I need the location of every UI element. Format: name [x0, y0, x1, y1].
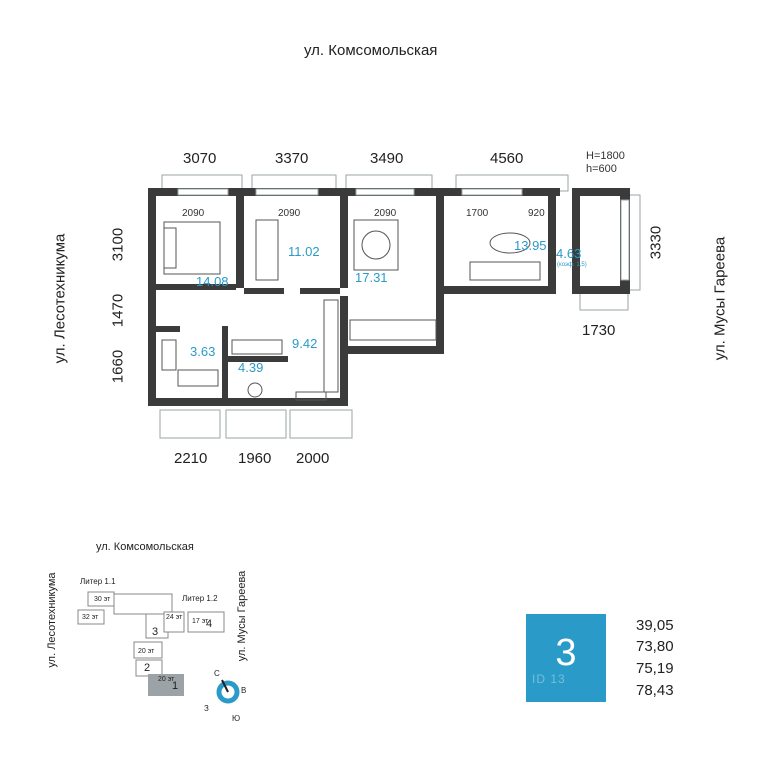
compass-west: З [204, 704, 209, 713]
dim-top-1: 3070 [183, 150, 217, 167]
inner-dim-4: 1700 [466, 208, 489, 219]
compass-north: С [214, 669, 220, 678]
compass-south: Ю [232, 714, 241, 723]
room-area-bathroom: 3.63 [190, 344, 216, 359]
liter-2-label: Литер 1.2 [182, 594, 218, 603]
inner-dim-2: 2090 [278, 208, 301, 219]
window-sill-label: h=600 [586, 163, 617, 175]
dim-bottom-3: 2000 [296, 450, 330, 467]
room-area-wc: 4.39 [238, 360, 264, 375]
dim-top-4: 4560 [490, 150, 524, 167]
dim-right-2: 1730 [582, 322, 616, 339]
area-living: 39,05 [636, 617, 674, 634]
dim-top-2: 3370 [275, 150, 309, 167]
room-area-bedroom-1: 14.08 [196, 274, 229, 289]
floors-label-1: 30 эт [94, 596, 111, 603]
window-height-label: H=1800 [586, 150, 625, 162]
section-1-label: 1 [172, 680, 179, 692]
street-top-mini-label: ул. Комсомольская [96, 541, 194, 553]
compass-needle [221, 679, 229, 693]
watermark: ID 13 [532, 672, 566, 686]
room-area-balcony: 4.63 [556, 246, 582, 261]
dim-top-3: 3490 [370, 150, 404, 167]
furniture [161, 219, 541, 401]
floors-label-4: 17 эт [192, 618, 209, 625]
floors-label-6: 20 эт [158, 676, 175, 683]
compass-east: В [241, 686, 247, 695]
street-top-label: ул. Комсомольская [304, 42, 438, 59]
dim-bottom-1: 2210 [174, 450, 208, 467]
section-3-label: 3 [152, 626, 159, 638]
floors-label-3: 24 эт [166, 614, 183, 621]
area-total-balcony: 75,19 [636, 660, 674, 677]
mini-map-buildings [77, 591, 225, 677]
current-building-highlight [148, 674, 184, 696]
balcony-coefficient-note: (коэф. 1,5) [557, 262, 587, 268]
area-full: 78,43 [636, 682, 674, 699]
liter-1-label: Литер 1.1 [80, 577, 116, 586]
dim-bottom-2: 1960 [238, 450, 272, 467]
inner-dim-1: 2090 [182, 208, 205, 219]
floors-label-2: 32 эт [82, 614, 99, 621]
section-2-label: 2 [144, 662, 151, 674]
room-area-hall: 9.42 [292, 336, 318, 351]
rooms-count: 3 [555, 632, 577, 674]
windows [177, 188, 630, 281]
inner-dim-5: 920 [528, 208, 545, 219]
room-area-living: 13.95 [514, 238, 547, 253]
section-4-label: 4 [206, 618, 213, 630]
room-area-kitchen: 17.31 [355, 270, 388, 285]
inner-dim-3: 2090 [374, 208, 397, 219]
rooms-count-badge: 3 ID 13 [526, 614, 606, 702]
compass-ring [216, 680, 240, 704]
area-total: 73,80 [636, 638, 674, 655]
dimension-lines [159, 174, 641, 439]
floors-label-5: 20 эт [138, 648, 155, 655]
room-area-bedroom-2: 11.02 [288, 244, 320, 259]
